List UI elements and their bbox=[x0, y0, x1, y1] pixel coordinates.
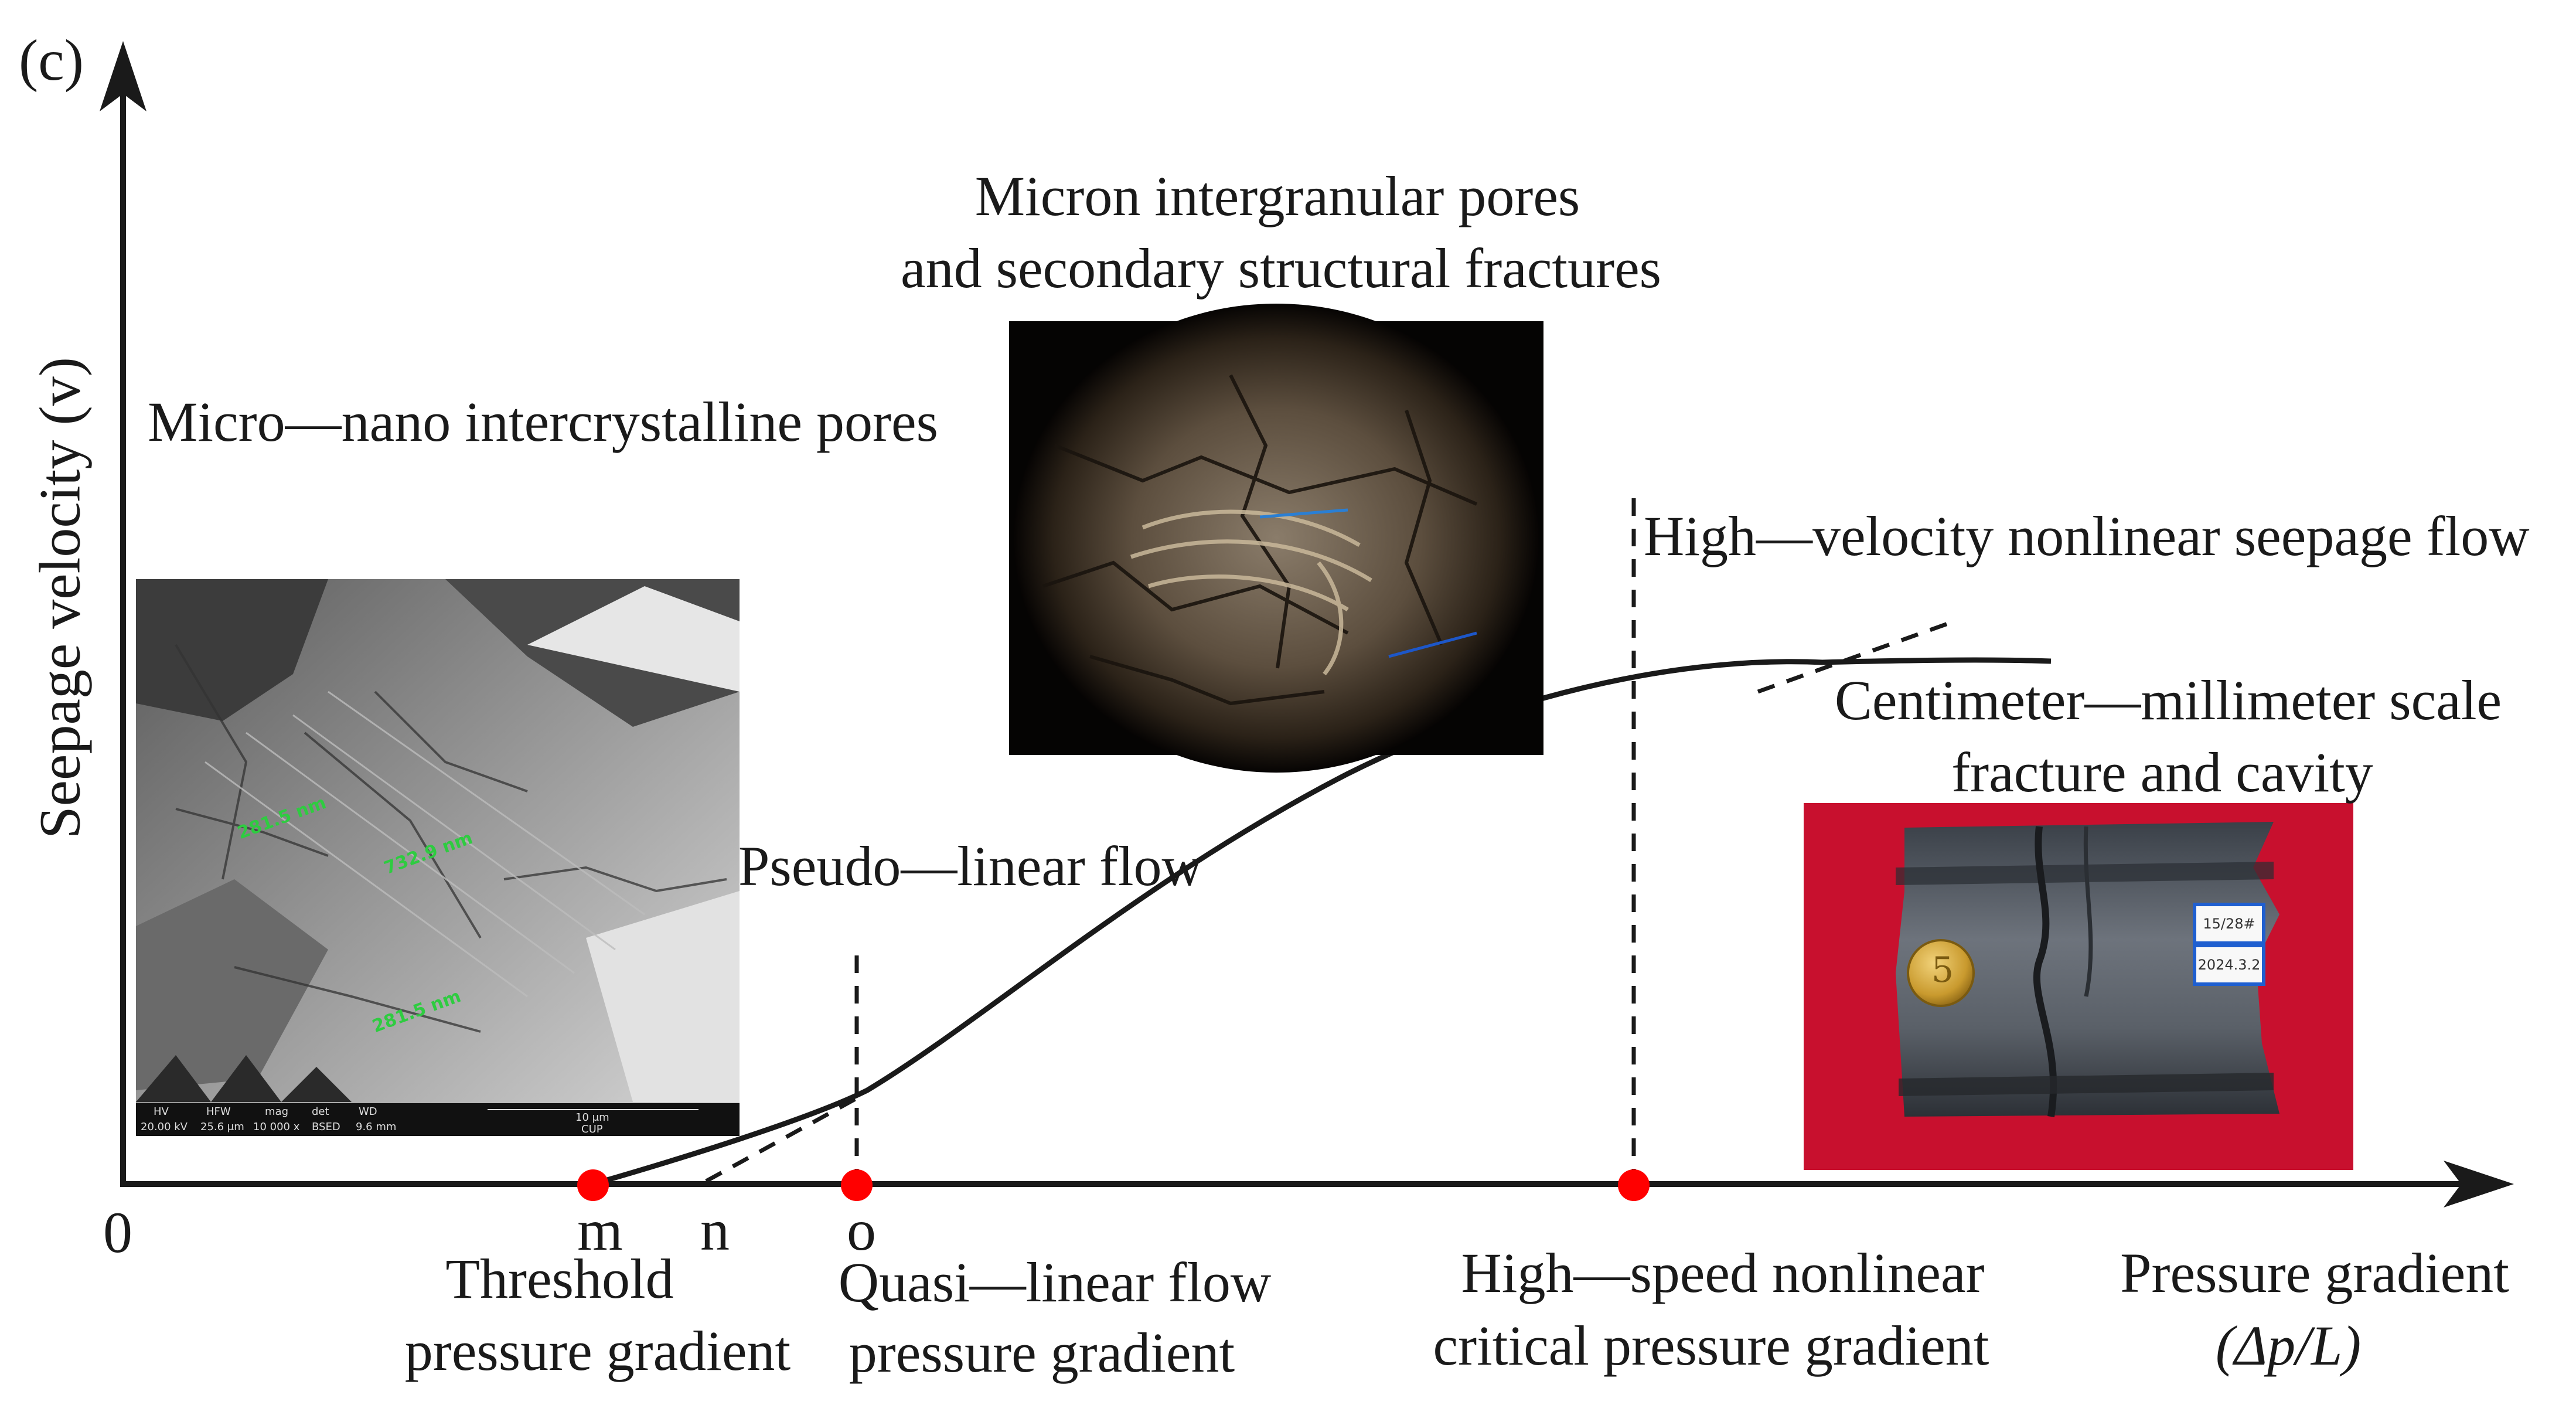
sem-data-bar: HV HFW mag det WD 20.00 kV 25.6 μm 10 00… bbox=[136, 1103, 740, 1136]
sem-measurement-1: 281.5 nm bbox=[234, 792, 329, 843]
point-n-label: n bbox=[700, 1198, 730, 1263]
quasi-linear-gradient-label-line1: Quasi—linear flow bbox=[838, 1251, 1272, 1314]
seepage-curve bbox=[592, 657, 2052, 1187]
sem-header-mag: mag bbox=[265, 1106, 288, 1118]
pseudo-linear-flow-label: Pseudo—linear flow bbox=[738, 835, 1202, 897]
sem-measurement-3: 281.5 nm bbox=[369, 986, 464, 1037]
sem-header-hfw: HFW bbox=[206, 1106, 231, 1118]
sem-header-wd: WD bbox=[359, 1106, 377, 1118]
y-axis-arrow bbox=[100, 41, 146, 111]
thin-section-micrograph bbox=[1009, 304, 1543, 773]
x-axis-arrow bbox=[2444, 1161, 2514, 1207]
panel-label: (c) bbox=[19, 28, 84, 93]
sem-scale-bar bbox=[488, 1109, 698, 1110]
sem-value-det: BSED bbox=[312, 1121, 340, 1133]
threshold-gradient-label-line1: Threshold bbox=[445, 1247, 674, 1310]
quasi-linear-gradient-label-line2: pressure gradient bbox=[849, 1321, 1235, 1384]
threshold-gradient-label-line2: pressure gradient bbox=[404, 1319, 791, 1382]
micron-pores-label-line1: Micron intergranular pores bbox=[974, 165, 1580, 227]
sem-value-hfw: 25.6 μm bbox=[200, 1121, 244, 1133]
coin-denomination: 5 bbox=[1931, 950, 1954, 991]
sem-header-det: det bbox=[312, 1106, 329, 1118]
centimeter-scale-label-line1: Centimeter—millimeter scale bbox=[1834, 669, 2502, 732]
sem-value-hv: 20.00 kV bbox=[141, 1121, 188, 1133]
origin-label: 0 bbox=[103, 1200, 132, 1265]
critical-point-marker bbox=[1618, 1169, 1650, 1201]
x-axis-label-line2-text: (Δp/L) bbox=[2215, 1314, 2362, 1377]
sem-value-wd: 9.6 mm bbox=[356, 1121, 397, 1133]
high-velocity-tangent-line bbox=[1757, 619, 1955, 694]
sem-institution: CUP bbox=[581, 1123, 603, 1135]
quasi-linear-point-marker bbox=[841, 1169, 873, 1201]
sample-tag-bottom: 2024.3.2 bbox=[2193, 944, 2265, 986]
centimeter-scale-label-line2: fracture and cavity bbox=[1951, 741, 2373, 804]
y-axis-label: Seepage velocity (v) bbox=[23, 357, 97, 839]
sample-tag-top: 15/28# bbox=[2193, 903, 2265, 945]
sem-micrograph bbox=[136, 579, 740, 1136]
point-o-label: o bbox=[847, 1198, 876, 1263]
critical-gradient-label-line1: High—speed nonlinear bbox=[1461, 1241, 1985, 1304]
critical-gradient-label-line2: critical pressure gradient bbox=[1433, 1314, 1989, 1377]
sem-overlay: 281.5 nm 732.9 nm 281.5 nm HV HFW mag de… bbox=[136, 579, 740, 1136]
micron-pores-label-line2: and secondary structural fractures bbox=[900, 237, 1662, 300]
sem-measurement-2: 732.9 nm bbox=[381, 828, 476, 879]
micro-nano-pores-label: Micro—nano intercrystalline pores bbox=[148, 390, 938, 453]
x-axis-label-line2: (Δp/L) bbox=[2216, 1311, 2361, 1381]
high-velocity-flow-label: High—velocity nonlinear seepage flow bbox=[1644, 505, 2530, 567]
sem-header-hv: HV bbox=[154, 1106, 169, 1118]
x-axis-label-line1: Pressure gradient bbox=[2120, 1241, 2509, 1304]
sem-scale-label: 10 μm bbox=[575, 1111, 609, 1124]
sem-value-mag: 10 000 x bbox=[253, 1121, 300, 1133]
point-m-label: m bbox=[577, 1198, 623, 1263]
y-axis-label-text: Seepage velocity (v) bbox=[27, 357, 93, 839]
threshold-point-marker bbox=[577, 1169, 609, 1201]
core-sample-photo bbox=[1804, 803, 2353, 1170]
